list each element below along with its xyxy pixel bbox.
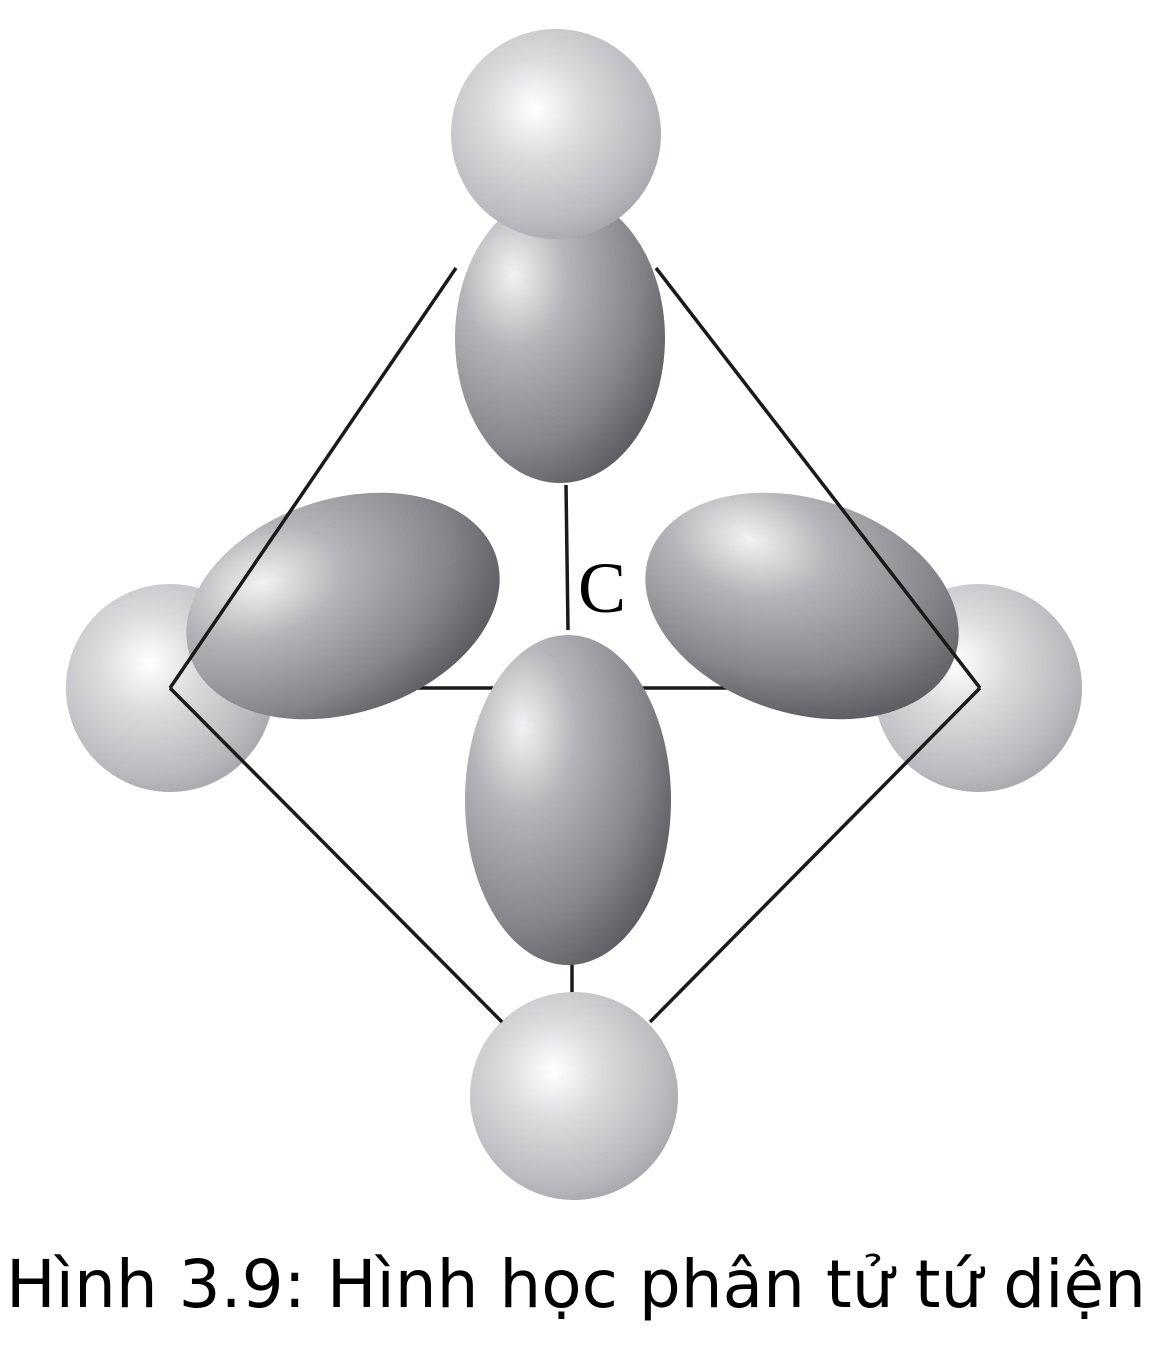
bottom-orbital-lobe: [465, 635, 671, 965]
tetrahedron-edge-right-bottom: [648, 686, 982, 1024]
tetrahedron-edge-top-left: [168, 267, 458, 689]
figure-caption: Hình 3.9: Hình học phân tử tứ diện: [6, 1246, 1146, 1323]
tetrahedral-molecule-diagram: C: [66, 29, 1082, 1200]
top-hydrogen-sphere: [451, 29, 661, 239]
carbon-label: C: [578, 548, 626, 628]
bottom-hydrogen-sphere: [470, 992, 678, 1200]
top-orbital-lobe: [455, 193, 665, 483]
tetrahedron-edge-top-right: [654, 266, 982, 690]
right-orbital-lobe: [645, 492, 959, 720]
tetrahedron-edge-center-top: [564, 484, 570, 631]
tetrahedron-edge-left-bottom: [168, 686, 504, 1024]
